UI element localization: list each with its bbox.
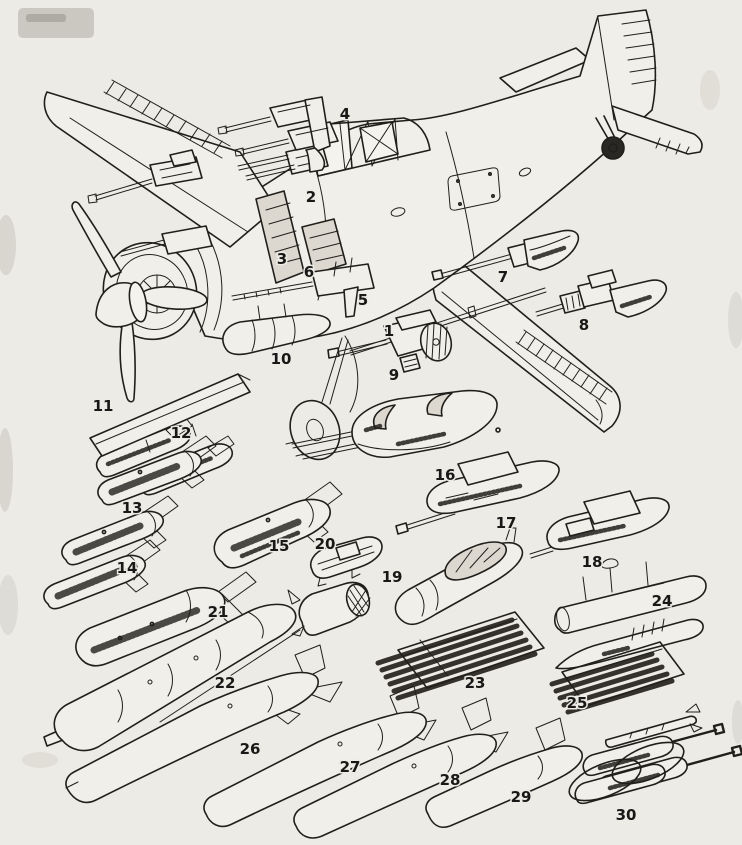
container-pod-19	[394, 527, 524, 626]
wing-root-gun	[119, 225, 213, 257]
bomb-15	[213, 481, 343, 569]
bomb-torpedo-28	[293, 697, 509, 839]
rocket-cluster-30	[568, 722, 742, 805]
tail-wheel	[595, 115, 625, 160]
spinner	[95, 281, 148, 328]
drop-tank	[222, 303, 331, 356]
bomb-13	[61, 495, 179, 566]
propeller-blade-lower	[119, 319, 136, 403]
callout-label-20: 20	[315, 535, 336, 553]
bomb-torpedo-29	[425, 717, 583, 829]
callout-label-18: 18	[582, 553, 603, 571]
propeller-blade-upper	[71, 201, 122, 278]
callout-label-24: 24	[652, 592, 673, 610]
callout-label-17: 17	[496, 514, 517, 532]
callout-label-3: 3	[277, 250, 287, 268]
frame-rack-20	[310, 536, 383, 587]
callout-label-22: 22	[215, 674, 236, 692]
callout-label-15: 15	[269, 537, 290, 555]
callout-label-9: 9	[389, 366, 399, 384]
wing-machine-gun	[87, 149, 203, 204]
underwing-gun-pod	[327, 309, 453, 373]
gun-pod-18	[529, 490, 670, 559]
callout-label-12: 12	[171, 424, 192, 442]
paper-artifacts	[0, 8, 742, 768]
bomb-12	[97, 435, 217, 506]
callout-label-14: 14	[117, 559, 138, 577]
bomb-22	[43, 603, 297, 752]
gun-pod-17	[395, 451, 560, 535]
callout-label-26: 26	[240, 740, 261, 758]
pylon-plate-3	[255, 190, 305, 284]
gun-pod-16	[285, 389, 498, 460]
tailplane-right	[611, 105, 703, 155]
callout-label-30: 30	[616, 806, 637, 824]
cannon-fairing-8	[535, 269, 668, 318]
launcher-tube-24	[553, 558, 707, 670]
callout-label-10: 10	[271, 350, 292, 368]
propeller	[71, 201, 208, 403]
pylon-plate-6	[301, 218, 347, 275]
callout-label-25: 25	[567, 694, 588, 712]
rocket-projectile-unlabeled	[159, 581, 371, 723]
callout-label-8: 8	[579, 316, 589, 334]
rocket-rack-23	[375, 611, 545, 701]
callout-label-21: 21	[208, 603, 229, 621]
small-rocket-25	[604, 703, 703, 748]
twin-cannon-mount	[217, 96, 339, 173]
callout-label-23: 23	[465, 674, 486, 692]
callout-label-11: 11	[93, 397, 114, 415]
cannon-fairing-7	[431, 229, 580, 281]
callout-label-13: 13	[122, 499, 143, 517]
callout-label-29: 29	[511, 788, 532, 806]
callout-label-4: 4	[340, 105, 350, 123]
bomb-torpedo-27	[203, 685, 437, 828]
callout-label-7: 7	[498, 268, 508, 286]
main-wheel	[289, 335, 359, 461]
callout-label-1: 1	[384, 322, 394, 340]
bomb-torpedo-26	[65, 644, 343, 804]
callout-label-19: 19	[382, 568, 403, 586]
ordnance-items	[43, 96, 742, 839]
callout-label-27: 27	[340, 758, 361, 776]
callout-label-6: 6	[304, 263, 314, 281]
bomb-21	[75, 571, 257, 667]
callout-label-16: 16	[435, 466, 456, 484]
aircraft-illustration	[43, 9, 703, 461]
wing-root-cannon	[231, 257, 375, 318]
bomb-14	[43, 539, 161, 610]
rocket-rack-25	[549, 641, 685, 715]
callout-label-28: 28	[440, 771, 461, 789]
callout-label-5: 5	[358, 291, 368, 309]
callout-label-2: 2	[306, 188, 316, 206]
